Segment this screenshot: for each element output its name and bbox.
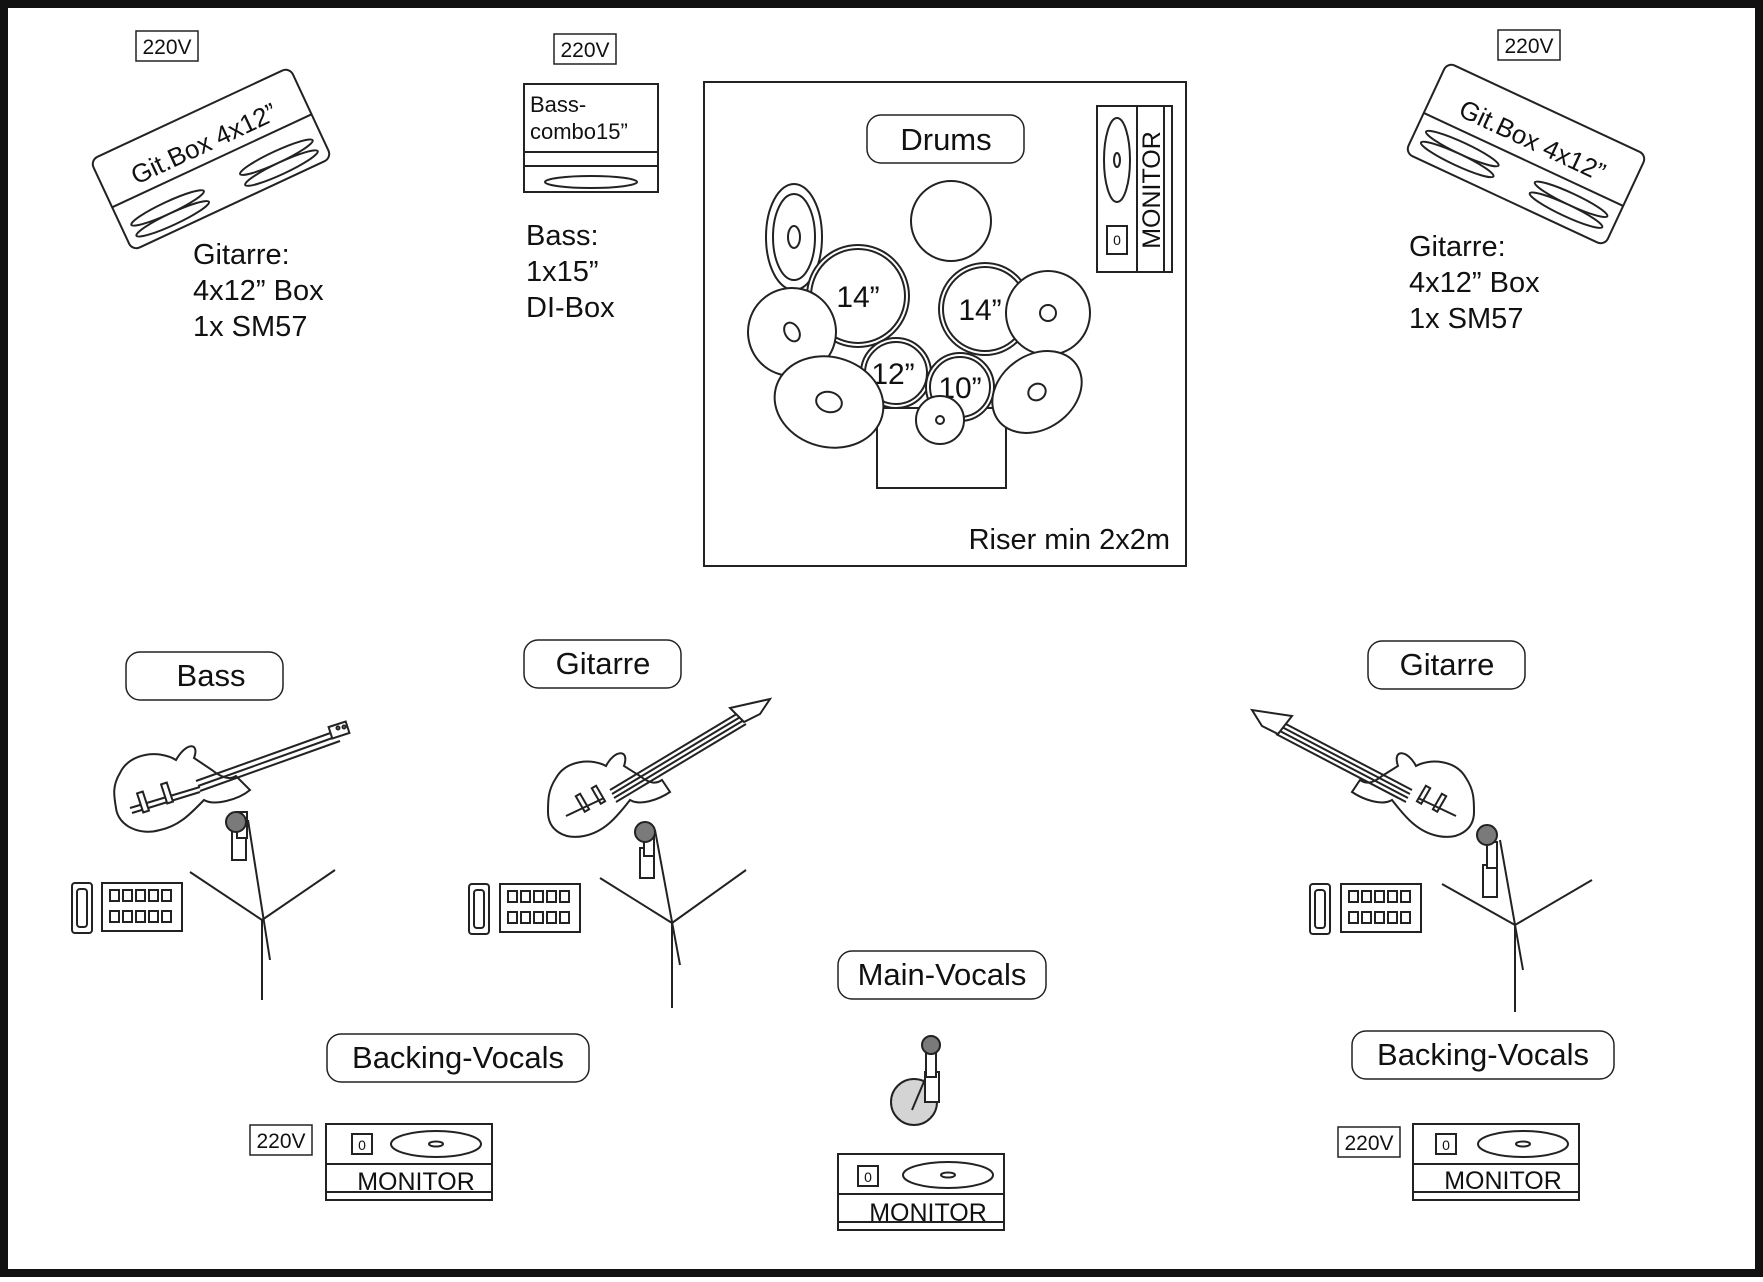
monitor-switch: 0 (358, 1137, 366, 1153)
pedalboard-guitar-left (468, 883, 581, 935)
guitar-cab-left: Git.Box 4x12” (91, 68, 331, 250)
tom-size-label: 14” (836, 281, 879, 314)
note-line: 4x12” Box (193, 275, 324, 307)
mic-stand-main-vocals (890, 1035, 941, 1126)
electric-guitar-icon (1250, 708, 1476, 838)
label-text: Backing-Vocals (352, 1040, 564, 1075)
power-outlet-monitor-left: 220V (249, 1124, 313, 1156)
power-label: 220V (1344, 1132, 1393, 1155)
cymbal-hihat (747, 287, 837, 377)
snare-drum (915, 395, 965, 445)
pedalboard-guitar-right (1309, 883, 1422, 935)
label-text: Backing-Vocals (1377, 1037, 1589, 1072)
note-bass: Bass: 1x15” DI-Box (526, 220, 615, 324)
mic-stand-bass (189, 811, 336, 1000)
label-bass: Bass (125, 651, 284, 701)
power-outlet-guitar-left: 220V (135, 30, 199, 62)
note-line: 1x SM57 (193, 311, 307, 343)
tom-floor-right: 14” (938, 262, 1032, 356)
note-line: Gitarre: (193, 239, 290, 271)
monitor-switch: 0 (1442, 1137, 1450, 1153)
bass-drum (910, 180, 992, 262)
note-line: 1x15” (526, 256, 599, 288)
bass-combo: Bass- combo15” (523, 83, 659, 193)
label-text: Gitarre (556, 646, 651, 681)
label-text: Main-Vocals (858, 957, 1027, 992)
monitor-switch: 0 (1113, 232, 1121, 248)
cymbal-crash-lower-left (773, 355, 885, 449)
note-line: 4x12” Box (1409, 267, 1540, 299)
monitor-switch: 0 (864, 1169, 872, 1185)
note-line: Bass: (526, 220, 599, 252)
monitor-label: MONITOR (1444, 1167, 1562, 1195)
label-text: Bass (177, 658, 246, 693)
label-gitarre-right: Gitarre (1367, 640, 1526, 690)
guitar-cab-right: Git.Box 4x12” (1406, 63, 1646, 245)
bass-guitar-icon (113, 720, 351, 833)
label-text: Gitarre (1400, 647, 1495, 682)
monitor-label: MONITOR (869, 1199, 987, 1227)
note-line: DI-Box (526, 292, 615, 324)
bass-combo-label-2: combo15” (530, 119, 628, 144)
mic-stand-guitar-left (599, 821, 747, 1008)
drum-monitor: 0 MONITOR (1096, 105, 1173, 273)
power-label: 220V (560, 39, 609, 62)
power-outlet-guitar-right: 220V (1497, 29, 1561, 61)
mic-stand-guitar-right (1441, 824, 1593, 1012)
power-outlet-bass: 220V (553, 33, 617, 65)
cymbal-china-lower-right (991, 350, 1083, 434)
drum-riser: Riser min 2x2m Drums 0 MONITOR (703, 81, 1187, 567)
label-drums: Drums (900, 122, 991, 157)
floor-monitor-left: 0 MONITOR (325, 1123, 493, 1201)
monitor-label: MONITOR (1138, 131, 1166, 249)
note-guitar-left: Gitarre: 4x12” Box 1x SM57 (193, 239, 324, 343)
label-main-vocals: Main-Vocals (837, 950, 1047, 1000)
label-backing-vocals-left: Backing-Vocals (326, 1033, 590, 1083)
monitor-label: MONITOR (357, 1168, 475, 1196)
power-label: 220V (256, 1130, 305, 1153)
note-line: 1x SM57 (1409, 303, 1523, 335)
tom-size-label: 14” (958, 294, 1001, 327)
floor-monitor-right: 0 MONITOR (1412, 1123, 1580, 1201)
power-label: 220V (1504, 35, 1553, 58)
note-guitar-right: Gitarre: 4x12” Box 1x SM57 (1409, 231, 1540, 335)
riser-caption: Riser min 2x2m (969, 524, 1170, 556)
cymbal-ride-right (1005, 270, 1091, 356)
power-label: 220V (142, 36, 191, 59)
bass-combo-label-1: Bass- (530, 92, 586, 117)
label-box-drums (866, 114, 1025, 164)
power-outlet-monitor-right: 220V (1337, 1126, 1401, 1158)
cymbal-crash-left (765, 183, 823, 291)
pedalboard-bass (71, 882, 183, 934)
note-line: Gitarre: (1409, 231, 1506, 263)
floor-monitor-center: 0 MONITOR (837, 1153, 1005, 1231)
electric-guitar-icon (546, 697, 773, 838)
label-gitarre-left: Gitarre (523, 639, 682, 689)
label-backing-vocals-right: Backing-Vocals (1351, 1030, 1615, 1080)
